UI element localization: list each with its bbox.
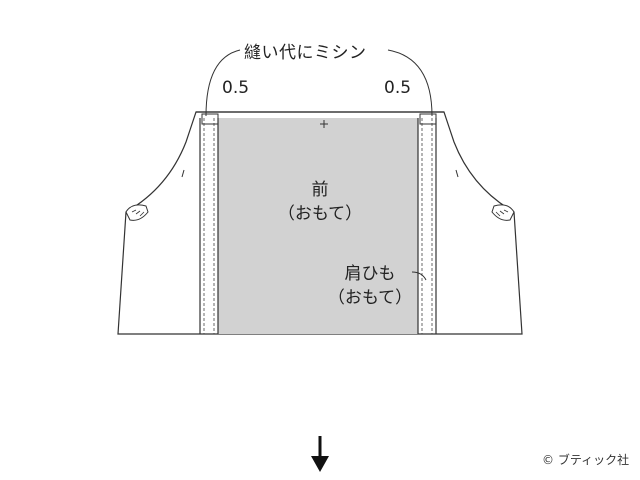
strap-label: 肩ひも （おもて） <box>318 262 422 310</box>
front-label-line1: 前 <box>311 180 329 200</box>
right-strap <box>417 113 437 334</box>
center-mark <box>320 120 328 128</box>
left-fold-detail <box>125 204 149 221</box>
seam-allowance-right-label: 0.5 <box>384 78 412 98</box>
strap-label-line2: （おもて） <box>327 288 413 308</box>
front-panel <box>218 118 418 334</box>
right-fold-detail <box>491 204 515 221</box>
leader-line-right <box>387 49 433 117</box>
left-strap <box>199 113 219 334</box>
left-armhole-mark <box>181 169 185 178</box>
front-label: 前 （おもて） <box>260 178 380 226</box>
leader-line-left <box>205 49 241 117</box>
right-armhole-mark <box>455 169 459 178</box>
leader-line-strap <box>411 271 427 281</box>
seam-stitch-label: 縫い代にミシン <box>244 43 367 63</box>
front-label-line2: （おもて） <box>277 204 363 224</box>
arrow-down-icon <box>311 436 329 472</box>
copyright-credit: © ブティック社 <box>542 453 630 467</box>
strap-label-line1: 肩ひも <box>344 264 396 284</box>
seam-allowance-left-label: 0.5 <box>222 78 250 98</box>
